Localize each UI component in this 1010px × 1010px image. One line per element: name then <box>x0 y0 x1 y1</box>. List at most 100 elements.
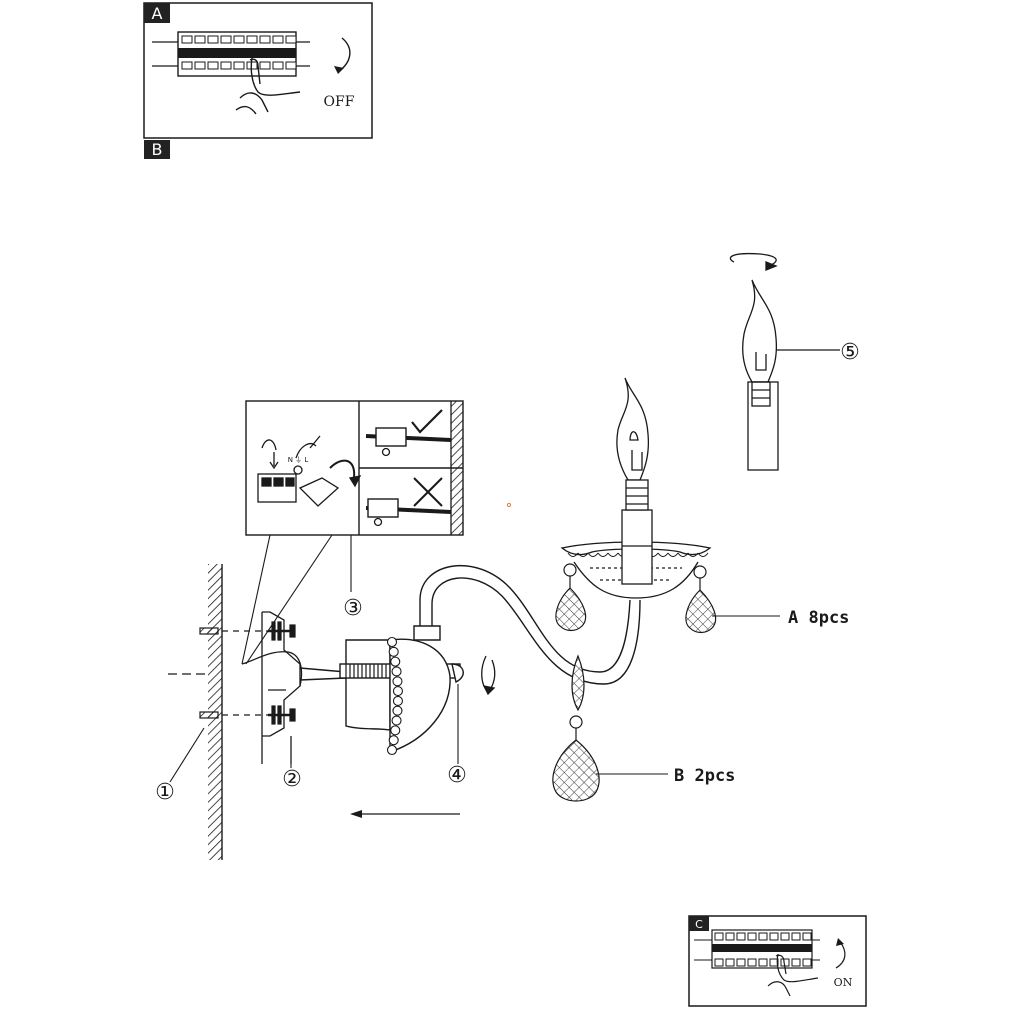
breaker-top <box>714 932 724 941</box>
canopy-bead <box>386 636 398 648</box>
step-c-on-label: ON <box>834 976 853 989</box>
canopy <box>339 636 464 756</box>
crystal-b-label: B 2pcs <box>674 766 735 786</box>
threaded-nipple <box>299 667 347 681</box>
terminal-block-icon <box>257 435 362 507</box>
breaker-bottom <box>194 61 206 70</box>
switch-panel-icon <box>694 929 820 969</box>
wrong-connection <box>365 468 463 535</box>
bulb-icon <box>616 377 650 511</box>
canopy-bead <box>388 646 399 657</box>
breaker-top <box>194 35 206 44</box>
step-b-header: B <box>144 140 170 159</box>
breaker-bottom <box>725 958 735 967</box>
callout-3: ③ <box>343 596 363 621</box>
breaker-top <box>207 35 219 44</box>
rotate-arrow-icon <box>334 37 351 74</box>
breaker-top <box>736 932 746 941</box>
spare-bulb-illustration <box>729 252 840 471</box>
breaker-top <box>725 932 735 941</box>
breaker-bottom <box>714 958 724 967</box>
breaker-top <box>747 932 757 941</box>
breaker-bottom <box>791 958 801 967</box>
canopy-bead <box>391 666 402 677</box>
hand-icon <box>235 57 301 115</box>
correct-connection <box>365 401 463 468</box>
cup-scallop <box>577 552 589 557</box>
callout-5: ⑤ <box>840 340 860 365</box>
crystal-a-right <box>685 565 717 634</box>
canopy-bead <box>392 676 403 687</box>
rotate-arrow-icon <box>835 938 846 969</box>
breaker-bottom <box>259 61 271 70</box>
breaker-top <box>802 932 812 941</box>
accent-dot <box>506 502 512 508</box>
cup <box>560 509 712 599</box>
breaker-bottom <box>769 958 779 967</box>
canopy-bead <box>386 744 398 756</box>
breaker-top <box>233 35 245 44</box>
breaker-bottom <box>758 958 768 967</box>
rotate-arrow-icon <box>481 655 496 696</box>
switch-panel-icon <box>152 31 310 77</box>
canopy-bead <box>392 695 403 706</box>
crystal-a-left <box>555 563 587 632</box>
step-a-badge: A <box>152 4 163 23</box>
breaker-top <box>246 35 258 44</box>
cup-scallop <box>667 552 679 557</box>
step-c-badge: C <box>695 918 703 931</box>
canopy-bead <box>391 715 402 726</box>
breaker-top <box>758 932 768 941</box>
breaker-top <box>285 35 297 44</box>
crystal-a-label: A 8pcs <box>788 608 849 628</box>
breaker-bottom <box>233 61 245 70</box>
breaker-bottom <box>220 61 232 70</box>
canopy-bead <box>388 735 399 746</box>
cup-scallop <box>687 552 699 557</box>
crystal-b <box>552 654 600 802</box>
breaker-top <box>780 932 790 941</box>
breaker-top <box>259 35 271 44</box>
breaker-bottom <box>736 958 746 967</box>
checkmark-icon <box>411 409 443 434</box>
breaker-top <box>220 35 232 44</box>
callout-2: ② <box>282 767 302 792</box>
breaker-bottom <box>747 958 757 967</box>
canopy-bead <box>390 656 401 667</box>
breaker-bottom <box>181 61 193 70</box>
cup-scallop <box>677 552 689 557</box>
canopy-bead <box>392 686 403 697</box>
step-a-panel: A OFF <box>143 2 373 139</box>
hand-icon <box>767 953 819 997</box>
step-a-badge-box <box>144 3 170 23</box>
breaker-bottom <box>802 958 812 967</box>
lamp-arm <box>413 565 641 685</box>
canopy-bead <box>392 705 403 716</box>
breaker-bottom <box>272 61 284 70</box>
breaker-top <box>791 932 801 941</box>
callout-1: ① <box>155 780 175 805</box>
breaker-top <box>769 932 779 941</box>
step-c-badge-box <box>689 916 709 931</box>
callout-4: ④ <box>447 763 467 788</box>
step-b-badge: B <box>152 140 163 159</box>
cup-scallop <box>697 552 709 557</box>
canopy-bead <box>390 725 401 736</box>
breaker-top <box>272 35 284 44</box>
step-b-badge-box <box>144 140 170 159</box>
push-arrow <box>350 810 460 818</box>
mounting-bracket <box>241 611 303 764</box>
cup-scallop <box>607 552 619 557</box>
step-a-off-label: OFF <box>324 94 355 110</box>
cup-scallop <box>587 552 599 557</box>
cup-scallop <box>657 552 669 557</box>
cup-scallop <box>567 552 579 557</box>
wall-anchors <box>199 621 296 725</box>
cross-icon <box>413 477 443 507</box>
step-c-panel: C ON <box>688 915 867 1007</box>
breaker-bottom <box>285 61 297 70</box>
breaker-bottom <box>207 61 219 70</box>
wiring-inset: N ⏚ L <box>245 400 464 536</box>
terminal-letters: N ⏚ L <box>288 456 309 464</box>
